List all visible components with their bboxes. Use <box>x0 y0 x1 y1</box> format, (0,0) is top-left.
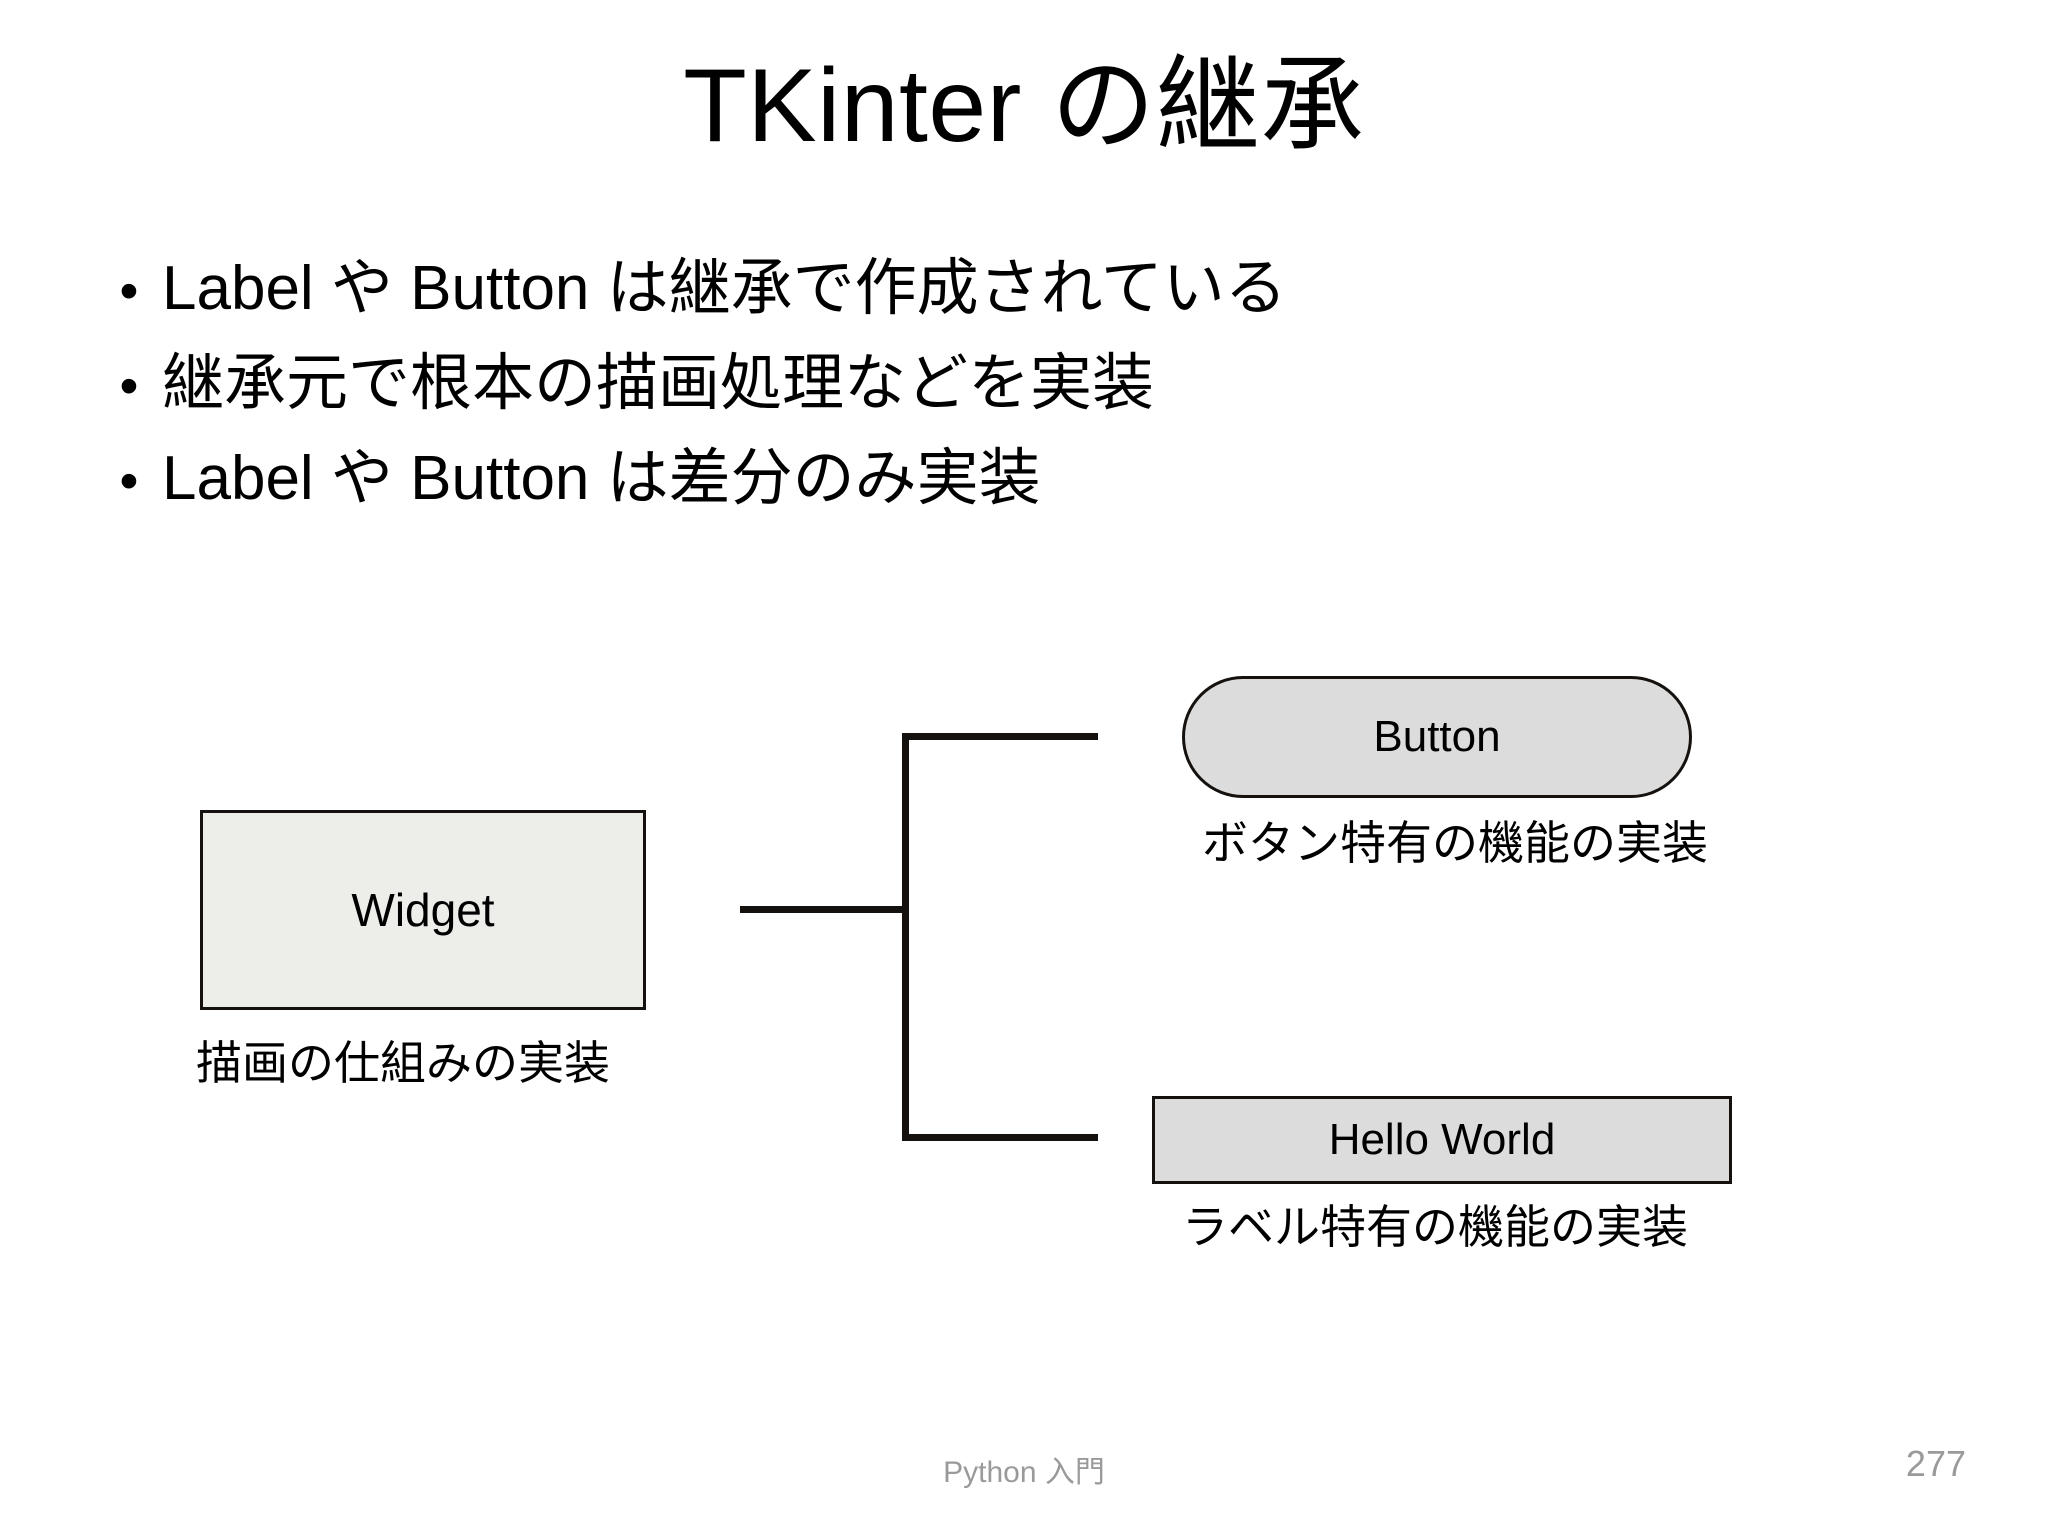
connector-line-to-label <box>902 1134 1098 1141</box>
list-item: • Label や Button は差分のみ実装 <box>96 442 1976 515</box>
diagram-node-widget: Widget <box>200 810 646 1010</box>
list-item: • Label や Button は継承で作成されている <box>96 252 1976 325</box>
footer-title: Python 入門 <box>943 1456 1105 1489</box>
bullet-text: Label や Button は差分のみ実装 <box>162 444 1041 514</box>
connector-line-base-stub <box>740 906 908 913</box>
connector-line-to-button <box>902 733 1098 740</box>
bullet-list: • Label や Button は継承で作成されている • 継承元で根本の描画… <box>96 252 1976 537</box>
list-item: • 継承元で根本の描画処理などを実装 <box>96 347 1976 420</box>
bullet-marker-icon: • <box>119 261 139 321</box>
diagram-node-label: Hello World <box>1152 1096 1732 1184</box>
bullet-text: Label や Button は継承で作成されている <box>162 254 1287 323</box>
diagram-caption-label: ラベル特有の機能の実装 <box>1182 1201 1688 1253</box>
bullet-text: 継承元で根本の描画処理などを実装 <box>162 349 1155 419</box>
bullet-marker-icon: • <box>119 356 139 417</box>
page-number: 277 <box>1905 1443 1966 1484</box>
page-title: TKinter の継承 <box>683 48 1365 164</box>
diagram-node-button: Button <box>1182 676 1692 798</box>
diagram-caption-button: ボタン特有の機能の実装 <box>1202 817 1708 869</box>
diagram-caption-widget: 描画の仕組みの実装 <box>196 1037 610 1089</box>
connector-line-trunk <box>902 733 909 1141</box>
bullet-marker-icon: • <box>119 451 139 512</box>
